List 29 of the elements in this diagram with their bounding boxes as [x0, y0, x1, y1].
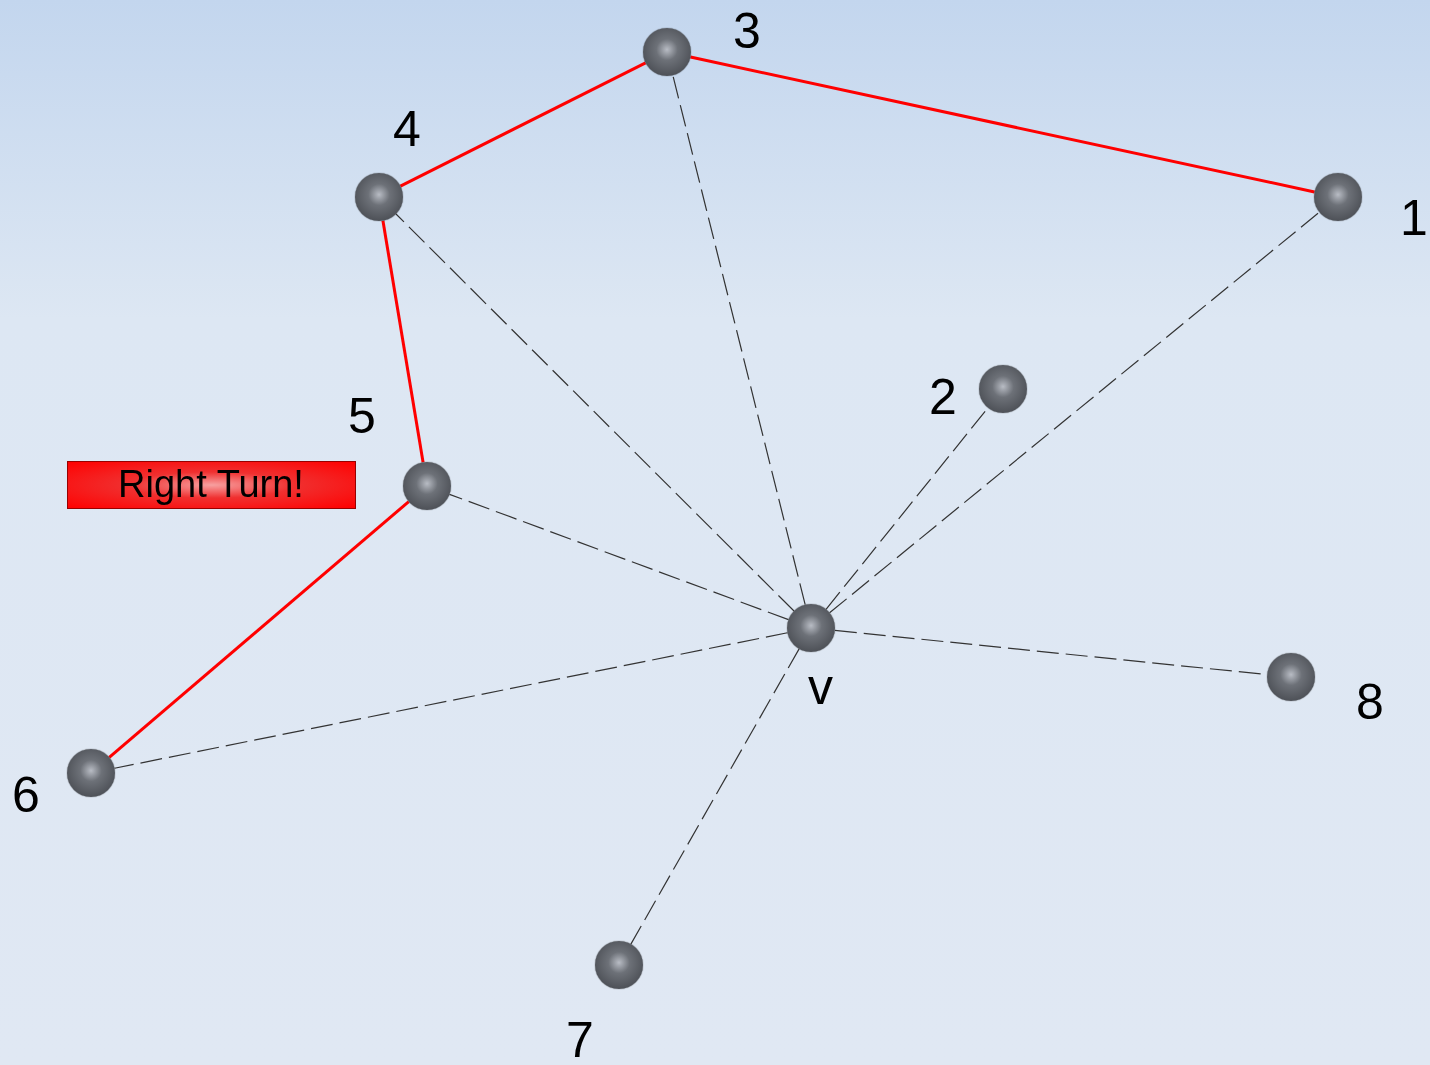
dashed-line — [448, 493, 790, 621]
point-label: 5 — [348, 391, 376, 441]
connecting-line — [108, 500, 410, 759]
point-marker — [403, 462, 451, 510]
connecting-line — [399, 61, 647, 188]
connecting-line — [690, 55, 1315, 194]
callout-box: Right Turn! — [66, 461, 356, 509]
point-label: 6 — [12, 770, 40, 820]
dashed-line — [113, 632, 789, 769]
point-marker — [1267, 653, 1315, 701]
dashed-line — [829, 211, 1320, 614]
point-marker — [643, 28, 691, 76]
dashed-line — [630, 648, 800, 945]
connecting-line — [381, 220, 425, 463]
point-marker — [355, 173, 403, 221]
point-marker — [595, 941, 643, 989]
point-label: v — [808, 662, 833, 712]
dashed-line — [672, 74, 806, 606]
point-label: 1 — [1400, 193, 1428, 243]
point-marker — [1314, 173, 1362, 221]
point-label: 8 — [1356, 677, 1384, 727]
point-label: 3 — [733, 6, 761, 56]
point-marker — [67, 749, 115, 797]
point-label: 4 — [393, 104, 421, 154]
point-marker — [979, 365, 1027, 413]
point-label: 2 — [929, 372, 957, 422]
point-marker — [787, 604, 835, 652]
point-label: 7 — [566, 1015, 594, 1065]
dashed-line — [395, 213, 795, 612]
